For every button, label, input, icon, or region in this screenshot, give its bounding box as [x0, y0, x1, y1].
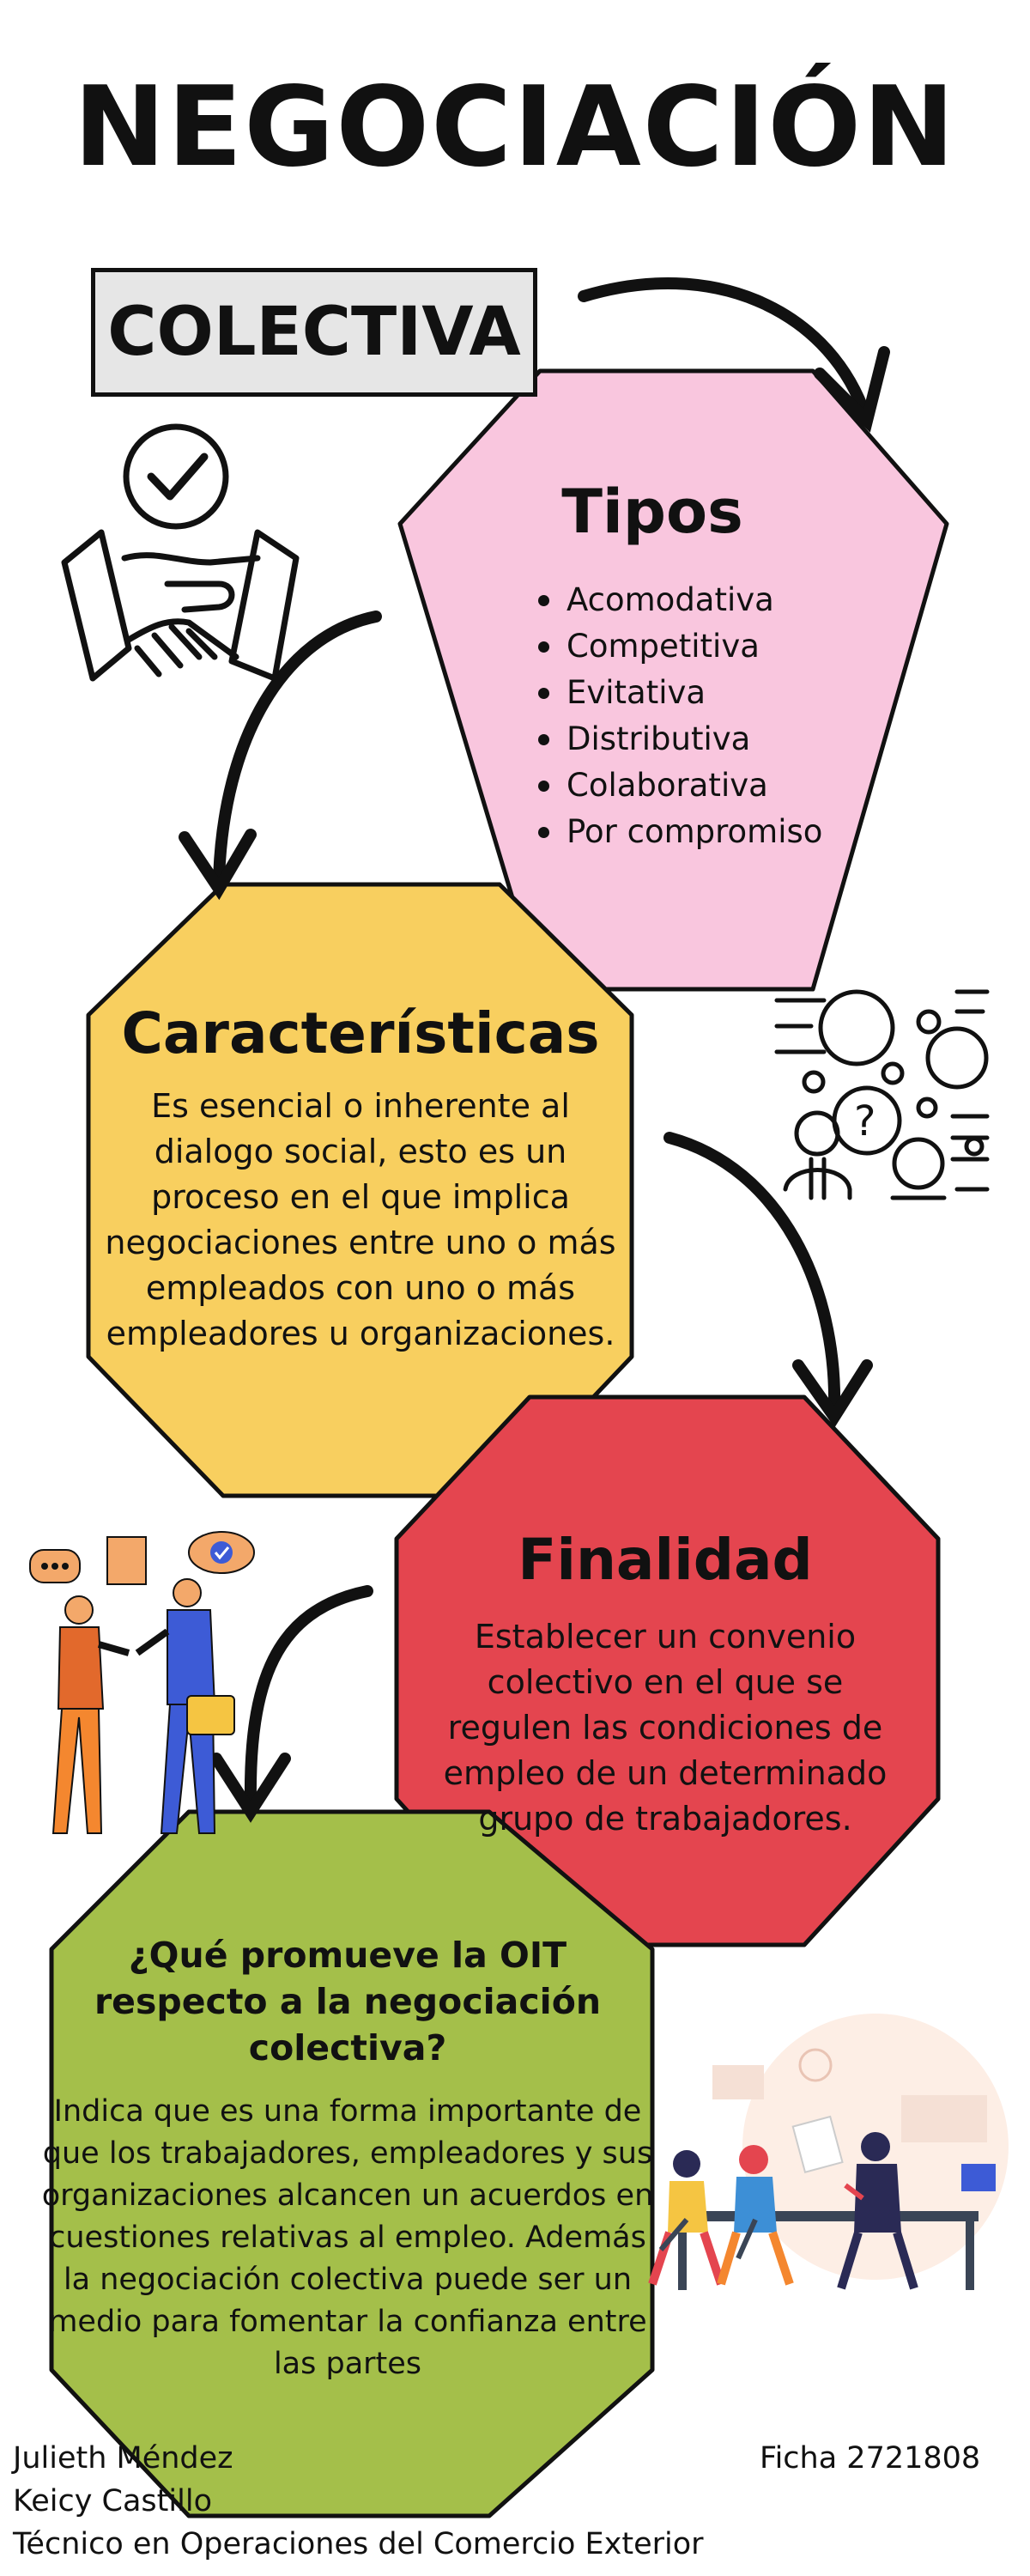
finalidad-title: Finalidad: [518, 1527, 813, 1593]
tipos-item: Competitiva: [532, 623, 918, 670]
handshake-icon: [61, 423, 300, 682]
team-table-illustration: [648, 2014, 1009, 2290]
ficha-number: Ficha 2721808: [760, 2441, 981, 2476]
arrow-to-caracteristicas: [179, 611, 382, 901]
oit-body: Indica que es una forma importante de qu…: [41, 2094, 654, 2381]
tipos-item: Colaborativa: [532, 762, 918, 809]
tipos-item: Evitativa: [532, 670, 918, 716]
caracteristicas-hexagon: [86, 882, 634, 1498]
question-bubble-icon: ?: [854, 1097, 876, 1145]
caracteristicas-body: Es esencial o inherente al dialogo socia…: [105, 1087, 616, 1352]
author-name-1: Julieth Méndez: [13, 2441, 233, 2476]
arrow-to-finalidad: [663, 1132, 873, 1428]
finalidad-body: Establecer un convenio colectivo en el q…: [443, 1618, 888, 1838]
people-network-icon: ?: [774, 989, 990, 1200]
program-name: Técnico en Operaciones del Comercio Exte…: [13, 2527, 704, 2561]
tipos-item: Por compromiso: [532, 809, 918, 855]
tipos-item: Distributiva: [532, 716, 918, 762]
oit-hexagon: [49, 1809, 655, 2518]
oit-title: ¿Qué promueve la OIT respecto a la negoc…: [94, 1935, 602, 2069]
subtitle-text: COLECTIVA: [107, 294, 521, 371]
meeting-illustration: [29, 1531, 255, 1834]
author-name-2: Keicy Castillo: [13, 2484, 212, 2518]
page-title: NEGOCIACIÓN: [73, 64, 957, 191]
arrow-to-tipos: [578, 277, 890, 433]
caracteristicas-title: Características: [121, 1000, 600, 1066]
tipos-title: Tipos: [561, 477, 743, 547]
arrow-to-oit: [210, 1585, 373, 1823]
page-subtitle: COLECTIVA: [91, 268, 537, 397]
tipos-list: Acomodativa Competitiva Evitativa Distri…: [532, 577, 918, 855]
tipos-item: Acomodativa: [532, 577, 918, 623]
